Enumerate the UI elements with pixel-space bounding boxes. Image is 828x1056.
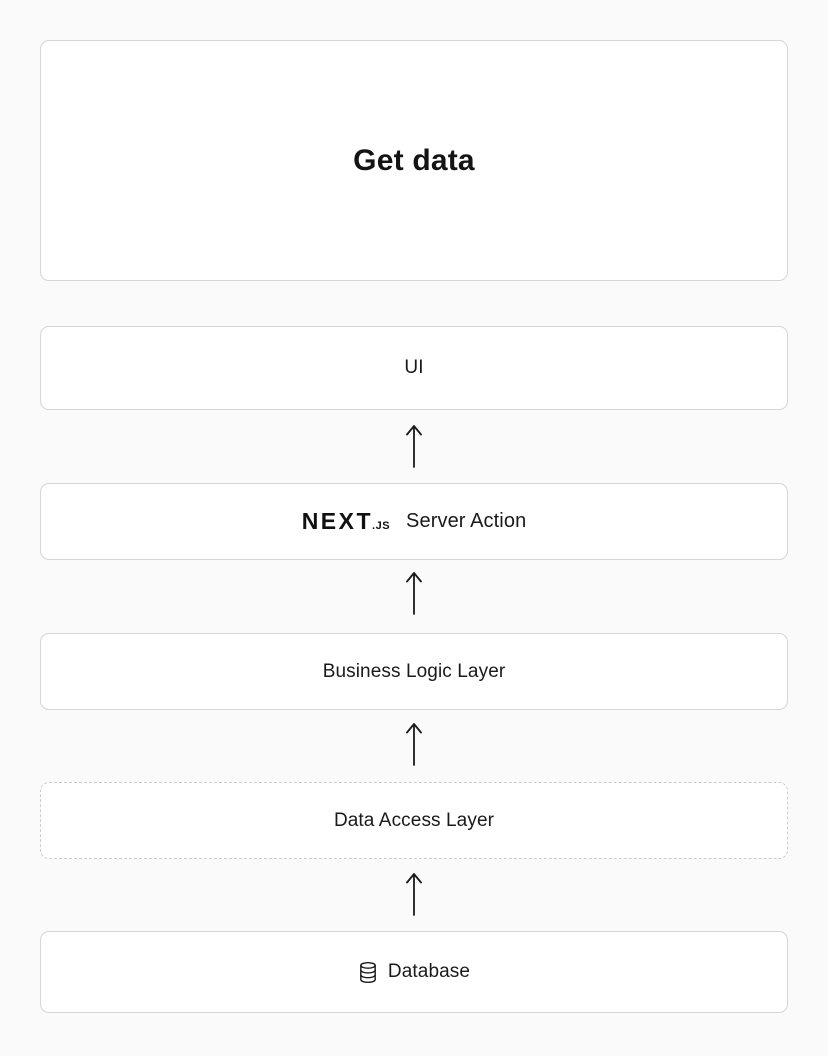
ui-layer-box: UI	[40, 326, 788, 410]
database-layer-label: Database	[387, 961, 471, 982]
data-access-layer-box: Data Access Layer	[40, 782, 788, 859]
up-arrow-icon	[406, 723, 422, 766]
nextjs-suffix: .JS	[372, 520, 391, 532]
up-arrow-icon	[406, 572, 422, 615]
flow-arrow-up	[0, 721, 828, 767]
flow-arrow-up	[0, 570, 828, 616]
nextjs-wordmark: NEXT	[301, 508, 374, 534]
server-action-layer-box: NEXT .JS Server Action	[40, 483, 788, 560]
up-arrow-icon	[406, 873, 422, 916]
data-access-layer-label: Data Access Layer	[333, 809, 495, 831]
flow-arrow-up	[0, 423, 828, 469]
business-logic-layer-box: Business Logic Layer	[40, 633, 788, 710]
server-action-label: Server Action	[406, 510, 527, 532]
up-arrow-icon	[406, 425, 422, 468]
database-layer-box: Database	[40, 931, 788, 1013]
flow-arrow-up	[0, 871, 828, 917]
database-content: Database	[358, 961, 470, 984]
business-logic-layer-label: Business Logic Layer	[322, 660, 506, 682]
ui-layer-label: UI	[404, 357, 424, 378]
get-data-box: Get data	[40, 40, 788, 281]
database-icon	[360, 961, 376, 983]
server-action-content: NEXT .JS Server Action	[302, 508, 527, 535]
get-data-title: Get data	[353, 143, 475, 177]
nextjs-logo: NEXT .JS	[302, 508, 390, 535]
